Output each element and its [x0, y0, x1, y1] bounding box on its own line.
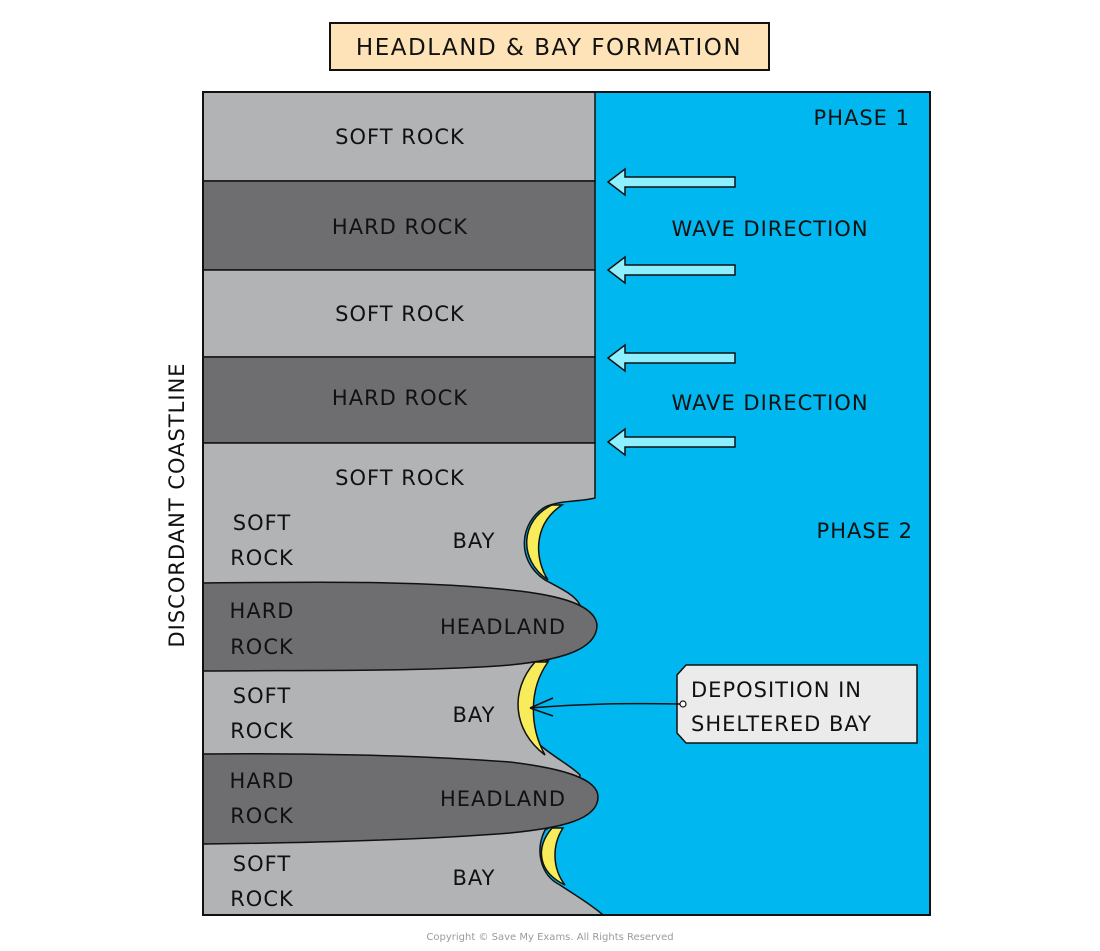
- phase1-layer-label: SOFT ROCK: [335, 125, 465, 149]
- phase1-layer-label: SOFT ROCK: [335, 466, 465, 490]
- rock-type-label: SOFT: [233, 684, 291, 708]
- phase1-layer-label: HARD ROCK: [332, 215, 468, 239]
- phase2-label: PHASE 2: [817, 519, 913, 543]
- rock-type-label: ROCK: [230, 546, 294, 570]
- wave-arrow-icon: [606, 255, 736, 285]
- wave-arrow-icon: [606, 427, 736, 457]
- phase1-layers: [202, 91, 596, 444]
- rock-type-label: HARD: [230, 599, 295, 623]
- rock-type-label: ROCK: [230, 635, 294, 659]
- wave-direction-label: WAVE DIRECTION: [671, 217, 868, 241]
- phase1-label: PHASE 1: [814, 106, 910, 130]
- wave-arrows: [606, 167, 736, 457]
- copyright-notice: Copyright © Save My Exams. All Rights Re…: [426, 932, 673, 943]
- rock-type-label: HARD: [230, 769, 295, 793]
- pointer-arrow-icon: [529, 697, 681, 717]
- rock-type-label: ROCK: [230, 804, 294, 828]
- deposition-callout: DEPOSITION IN SHELTERED BAY: [529, 664, 918, 744]
- rock-type-label: ROCK: [230, 887, 294, 911]
- bay-beach-1: [525, 504, 565, 581]
- rock-type-label: SOFT: [233, 852, 291, 876]
- headland-label: HEADLAND: [440, 787, 566, 811]
- bay-label: BAY: [453, 703, 496, 727]
- headland-label: HEADLAND: [440, 615, 566, 639]
- callout-line1: DEPOSITION IN: [691, 678, 862, 702]
- phase2-labels: SOFT ROCK BAY HARD ROCK HEADLAND SOFT RO…: [230, 511, 566, 911]
- headland-2: [202, 753, 599, 845]
- headland-1: [202, 581, 598, 672]
- diagram-title: HEADLAND & BAY FORMATION: [356, 35, 742, 61]
- rock-type-label: ROCK: [230, 719, 294, 743]
- callout-line2: SHELTERED BAY: [691, 712, 872, 736]
- bay-label: BAY: [453, 866, 496, 890]
- title-box: HEADLAND & BAY FORMATION: [329, 22, 770, 71]
- discordant-coastline-label: DISCORDANT COASTLINE: [165, 362, 189, 647]
- phase1-layer-soft-2: [202, 269, 596, 358]
- rock-type-label: SOFT: [233, 511, 291, 535]
- phase1-layer-label: HARD ROCK: [332, 386, 468, 410]
- wave-direction-label: WAVE DIRECTION: [671, 391, 868, 415]
- diagram-frame: [202, 91, 931, 916]
- phase1-layer-label: SOFT ROCK: [335, 302, 465, 326]
- wave-arrow-icon: [606, 343, 736, 373]
- phase1-layer-hard-1: [202, 180, 596, 271]
- wave-arrow-icon: [606, 167, 736, 197]
- bay-beach-3: [540, 827, 566, 886]
- bay-label: BAY: [453, 529, 496, 553]
